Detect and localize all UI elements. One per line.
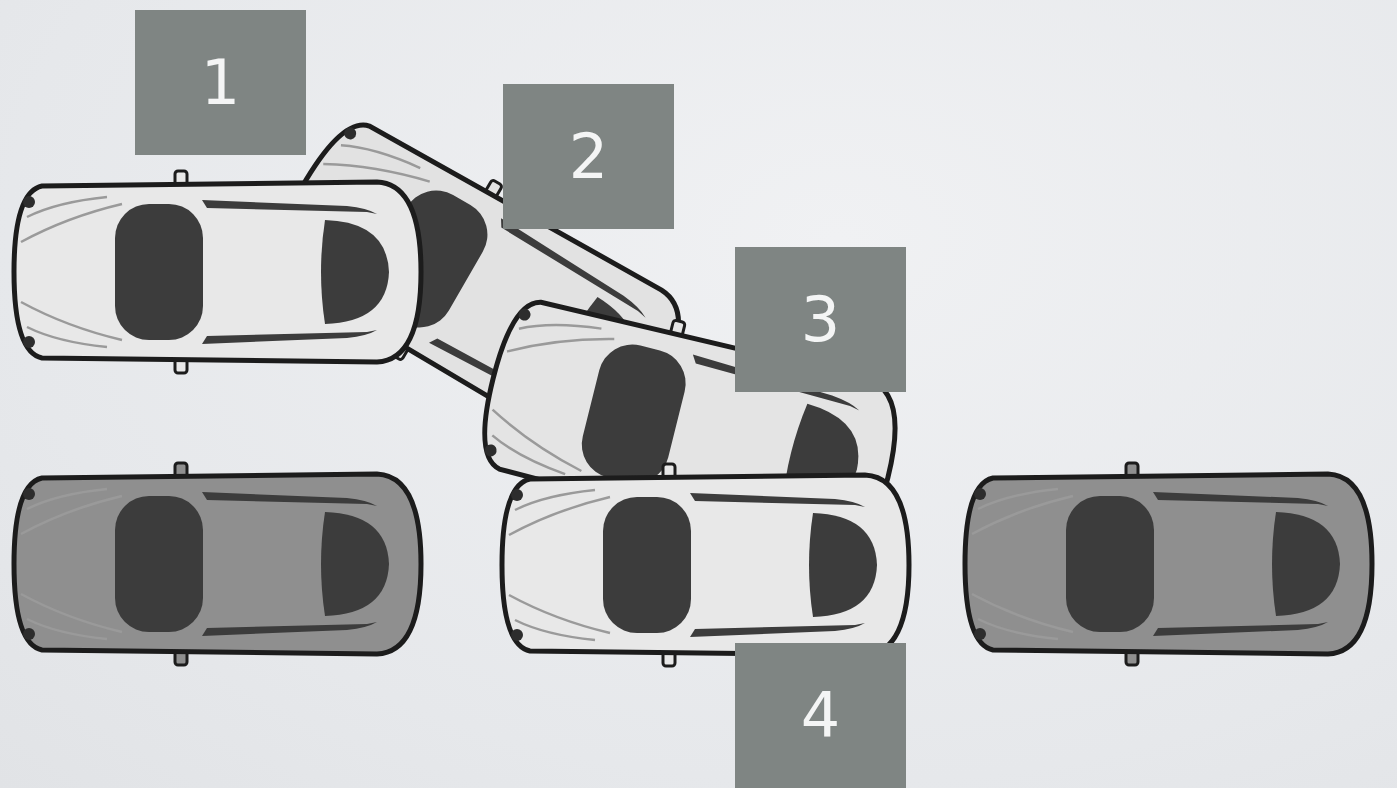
callout-box: 2 [503,84,674,229]
parked-car [14,463,421,665]
callout-number: 2 [569,126,608,188]
callout-number: 4 [801,685,840,747]
callout-box: 3 [735,247,906,392]
moving-car [502,464,909,666]
callout-box: 1 [135,10,306,155]
callout-number: 1 [201,52,240,114]
moving-car [14,171,421,373]
callout-box: 4 [735,643,906,788]
parked-car [965,463,1372,665]
callout-number: 3 [801,289,840,351]
